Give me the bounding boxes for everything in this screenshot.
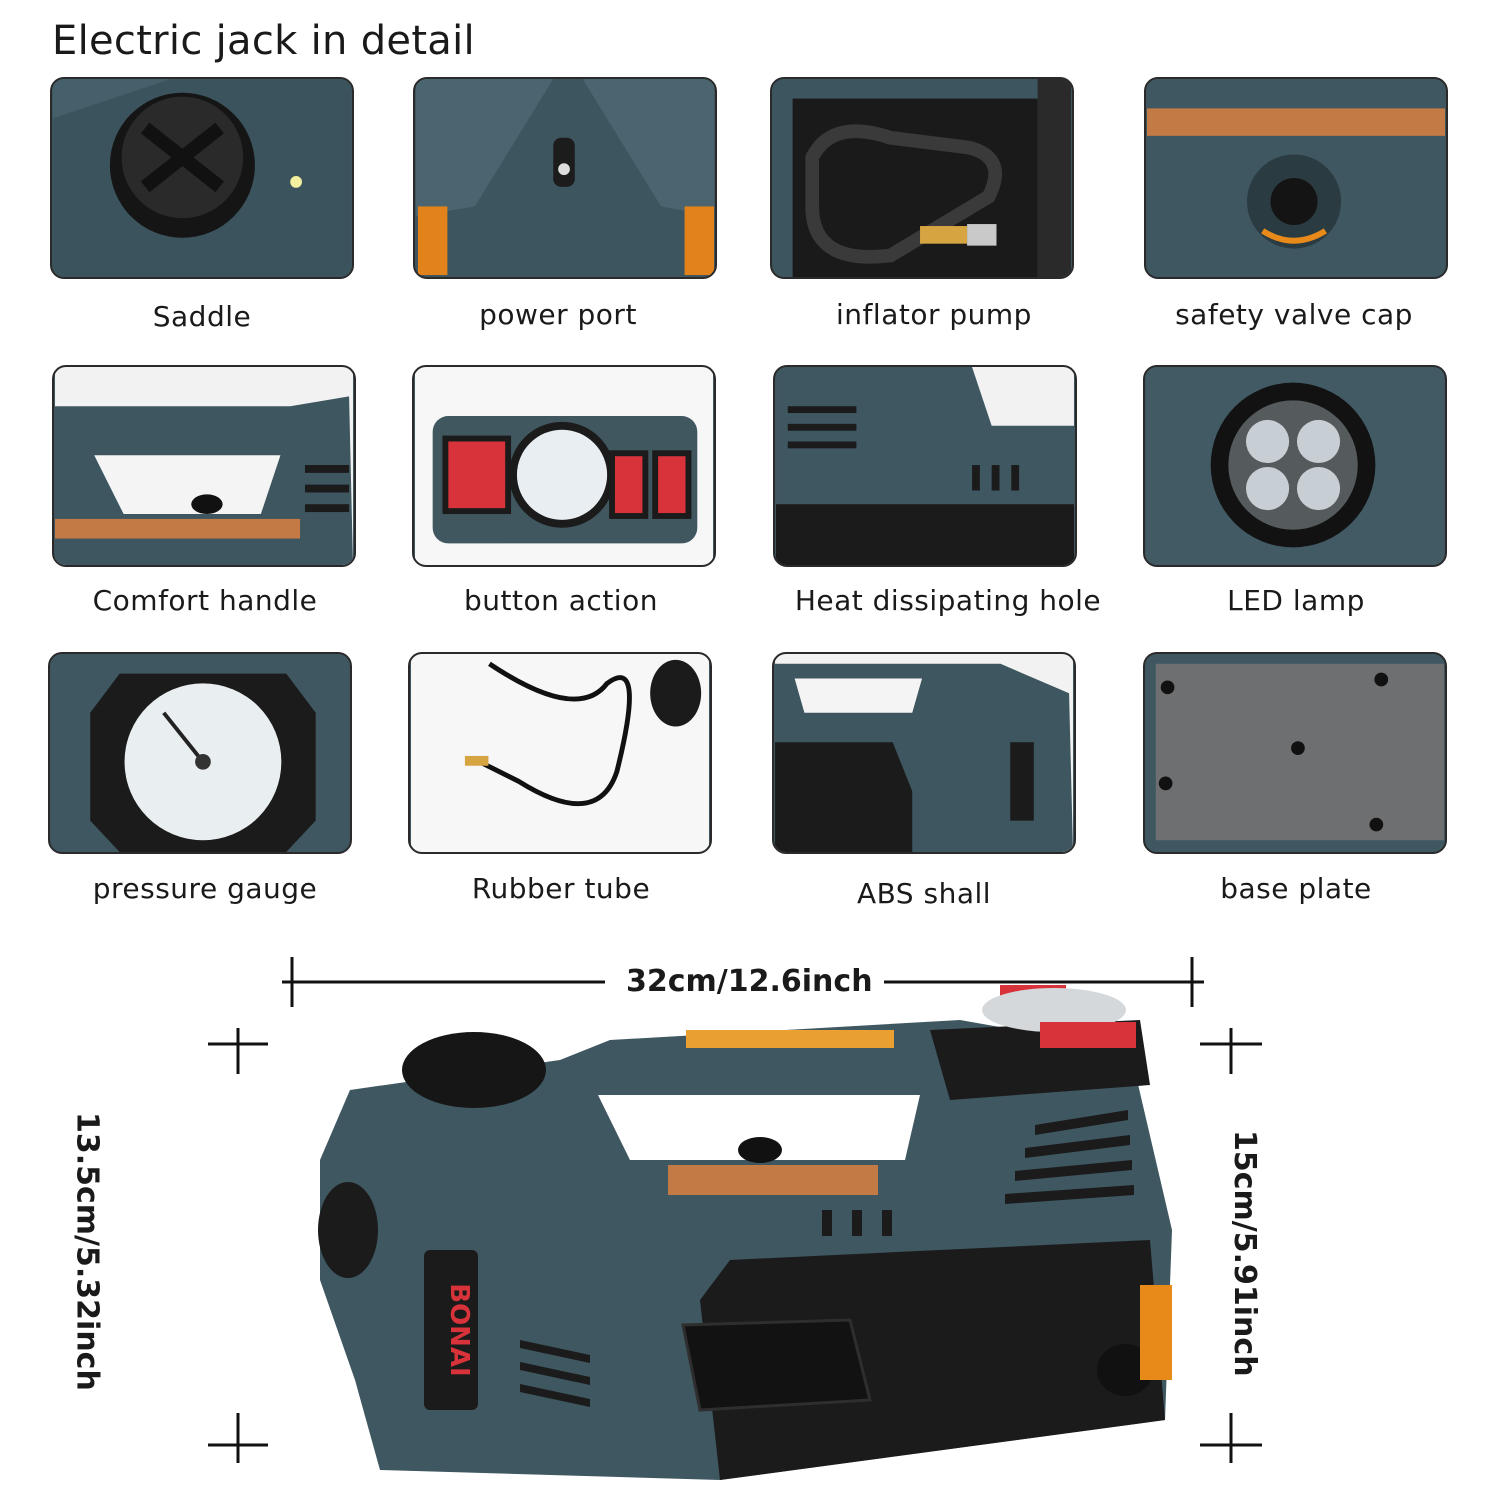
left-height-dimension-label: 13.5cm/5.32inch — [69, 1112, 105, 1391]
electric-jack-illustration: BONAI — [318, 985, 1172, 1480]
caption-base-plate: base plate — [1220, 872, 1372, 905]
rubber-tube-photo — [408, 652, 712, 854]
caption-comfort-handle: Comfort handle — [92, 584, 318, 617]
length-dimension-label: 32cm/12.6inch — [626, 964, 873, 999]
saddle-photo — [50, 77, 354, 279]
caption-safety-valve-cap: safety valve cap — [1175, 298, 1413, 331]
caption-heat-dissipating-hole: Heat dissipating hole — [794, 584, 1102, 617]
comfort-handle-photo — [52, 365, 356, 567]
abs-shall-photo — [772, 652, 1076, 854]
caption-rubber-tube: Rubber tube — [471, 872, 651, 905]
caption-power-port: power port — [479, 298, 637, 331]
brand-logo: BONAI — [444, 1283, 474, 1376]
caption-inflator-pump: inflator pump — [836, 298, 1032, 331]
heat-dissipating-hole-photo — [773, 365, 1077, 567]
caption-abs-shall: ABS shall — [856, 877, 992, 910]
caption-button-action: button action — [464, 584, 658, 617]
inflator-pump-photo — [770, 77, 1074, 279]
led-lamp-photo — [1143, 365, 1447, 567]
right-height-dimension-label: 15cm/5.91inch — [1227, 1130, 1262, 1377]
safety-valve-cap-photo — [1144, 77, 1448, 279]
page-title: Electric jack in detail — [52, 18, 475, 64]
button-action-photo — [412, 365, 716, 567]
base-plate-photo — [1143, 652, 1447, 854]
caption-led-lamp: LED lamp — [1227, 584, 1365, 617]
caption-saddle: Saddle — [152, 300, 252, 333]
power-port-photo — [413, 77, 717, 279]
pressure-gauge-photo — [48, 652, 352, 854]
caption-pressure-gauge: pressure gauge — [92, 872, 318, 905]
